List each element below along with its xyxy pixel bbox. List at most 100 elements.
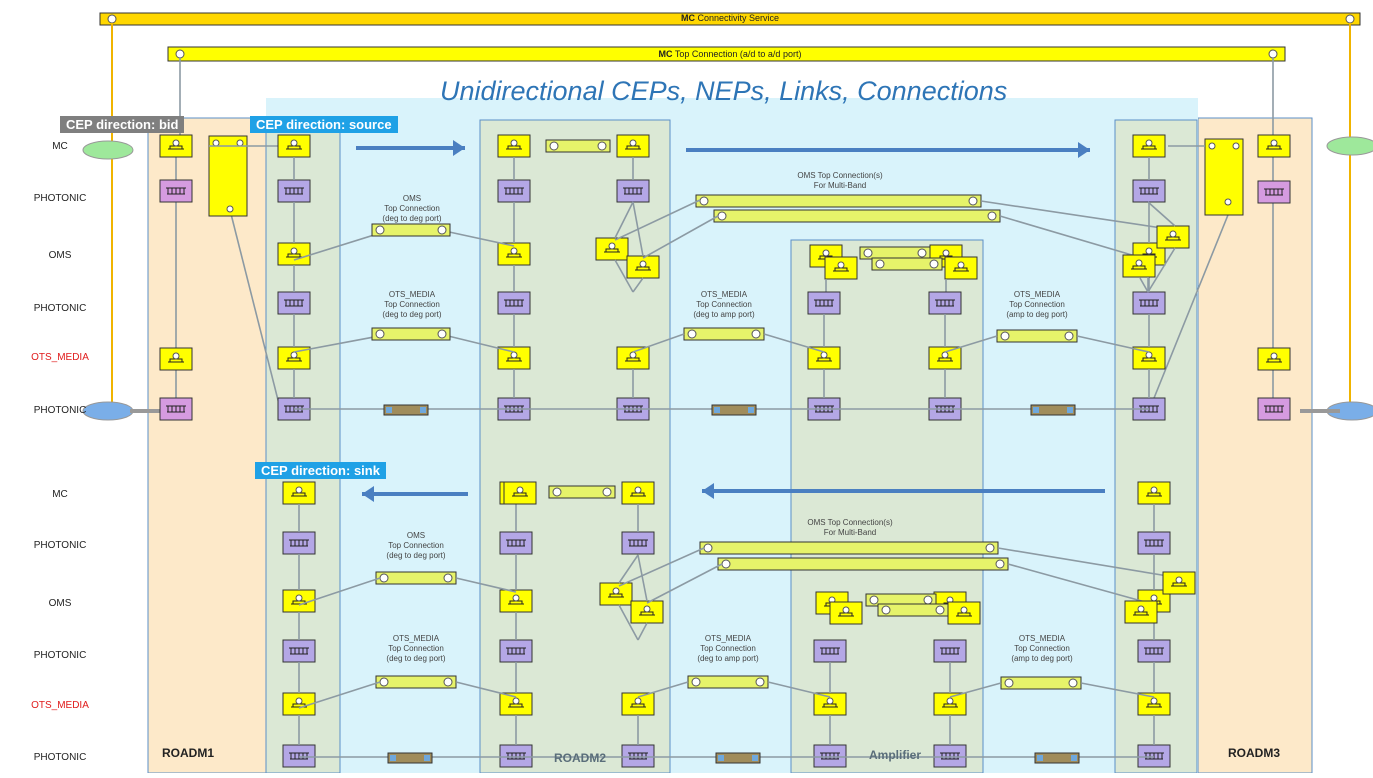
nep-symbol xyxy=(504,299,524,307)
port-circle xyxy=(172,139,180,147)
link-line xyxy=(767,681,831,698)
nep-symbol xyxy=(506,539,526,547)
arrow-head xyxy=(702,483,714,499)
link-line xyxy=(618,554,639,584)
port-circle xyxy=(634,486,642,494)
roadm3-label: ROADM3 xyxy=(1228,746,1281,760)
port-circle xyxy=(941,351,949,359)
link-line xyxy=(229,209,281,409)
row-label-photonic: PHOTONIC xyxy=(33,405,87,416)
port-circle xyxy=(751,329,761,339)
roadm1-band xyxy=(147,117,267,774)
link-end xyxy=(390,755,396,761)
port-circle xyxy=(881,605,891,615)
port-circle xyxy=(923,595,933,605)
link-line xyxy=(1147,201,1176,227)
port-circle xyxy=(443,573,453,583)
link-end xyxy=(424,755,430,761)
roadm2-band xyxy=(479,119,671,774)
port-circle xyxy=(699,196,709,206)
port-circle xyxy=(1145,351,1153,359)
port-circle xyxy=(1224,198,1232,206)
port-circle xyxy=(443,677,453,687)
link-line xyxy=(618,604,639,641)
port-circle xyxy=(375,329,385,339)
nep-symbol xyxy=(289,539,309,547)
port-circle xyxy=(516,486,524,494)
link-end xyxy=(1037,755,1043,761)
row-label-mc: MC xyxy=(52,141,68,152)
port-circle xyxy=(375,225,385,235)
connection-bar xyxy=(548,485,616,499)
port-circle xyxy=(842,606,850,614)
port-circle xyxy=(608,242,616,250)
link-line xyxy=(646,563,723,604)
port-circle xyxy=(1208,142,1216,150)
port-circle xyxy=(1150,486,1158,494)
connectivity-service-label: MC Connectivity Service xyxy=(680,13,780,23)
port-circle xyxy=(987,211,997,221)
link-end xyxy=(420,407,426,413)
nep-symbol xyxy=(814,299,834,307)
port-circle xyxy=(510,351,518,359)
nep-symbol xyxy=(166,405,186,413)
port-circle xyxy=(960,606,968,614)
cep-direction-source-tag: CEP direction: source xyxy=(250,116,398,133)
port-circle xyxy=(957,261,965,269)
port-circle xyxy=(1270,352,1278,360)
row-label-photonic: PHOTONIC xyxy=(33,752,87,763)
mc-connection-box xyxy=(208,135,248,217)
port-circle xyxy=(236,139,244,147)
row-label-mc: MC xyxy=(52,489,68,500)
row-label-ots-media: OTS_MEDIA xyxy=(31,700,89,711)
roadm3-band xyxy=(1197,117,1313,774)
link-line xyxy=(944,335,998,353)
link-box xyxy=(1030,404,1076,416)
link-line xyxy=(455,681,517,698)
nep-symbol xyxy=(1144,647,1164,655)
port-circle xyxy=(629,351,637,359)
port-circle xyxy=(755,677,765,687)
port-circle xyxy=(985,543,995,553)
port-circle xyxy=(1064,331,1074,341)
nep-symbol xyxy=(623,187,643,195)
link-line xyxy=(298,681,381,709)
nep-symbol xyxy=(1139,299,1159,307)
nep-symbol xyxy=(628,752,648,760)
connection-bar xyxy=(871,257,943,271)
nep-symbol xyxy=(820,752,840,760)
port-circle xyxy=(512,697,520,705)
link-end xyxy=(386,407,392,413)
link-line xyxy=(439,229,515,247)
nep-symbol xyxy=(940,752,960,760)
link-line xyxy=(949,682,1002,698)
link-line xyxy=(632,333,685,353)
arrow-head xyxy=(362,486,374,502)
link-line xyxy=(1147,247,1176,293)
nep-symbol xyxy=(1139,187,1159,195)
port-circle xyxy=(290,247,298,255)
roadm3-inner-band xyxy=(1114,119,1198,774)
row-label-ots-media: OTS_MEDIA xyxy=(31,352,89,363)
port-circle xyxy=(687,329,697,339)
port-circle xyxy=(634,697,642,705)
port-circle xyxy=(968,196,978,206)
link-line xyxy=(614,259,634,293)
link-line xyxy=(455,577,517,593)
link-line xyxy=(1007,563,1146,603)
arrow-head xyxy=(1078,142,1090,158)
amplifier-band xyxy=(790,239,984,774)
port-circle xyxy=(1000,331,1010,341)
port-circle xyxy=(549,141,559,151)
port-circle xyxy=(1270,139,1278,147)
link-line xyxy=(637,681,689,698)
port-circle xyxy=(826,697,834,705)
link-line xyxy=(1139,277,1149,293)
link-line xyxy=(999,215,1143,259)
link-line xyxy=(637,554,648,602)
